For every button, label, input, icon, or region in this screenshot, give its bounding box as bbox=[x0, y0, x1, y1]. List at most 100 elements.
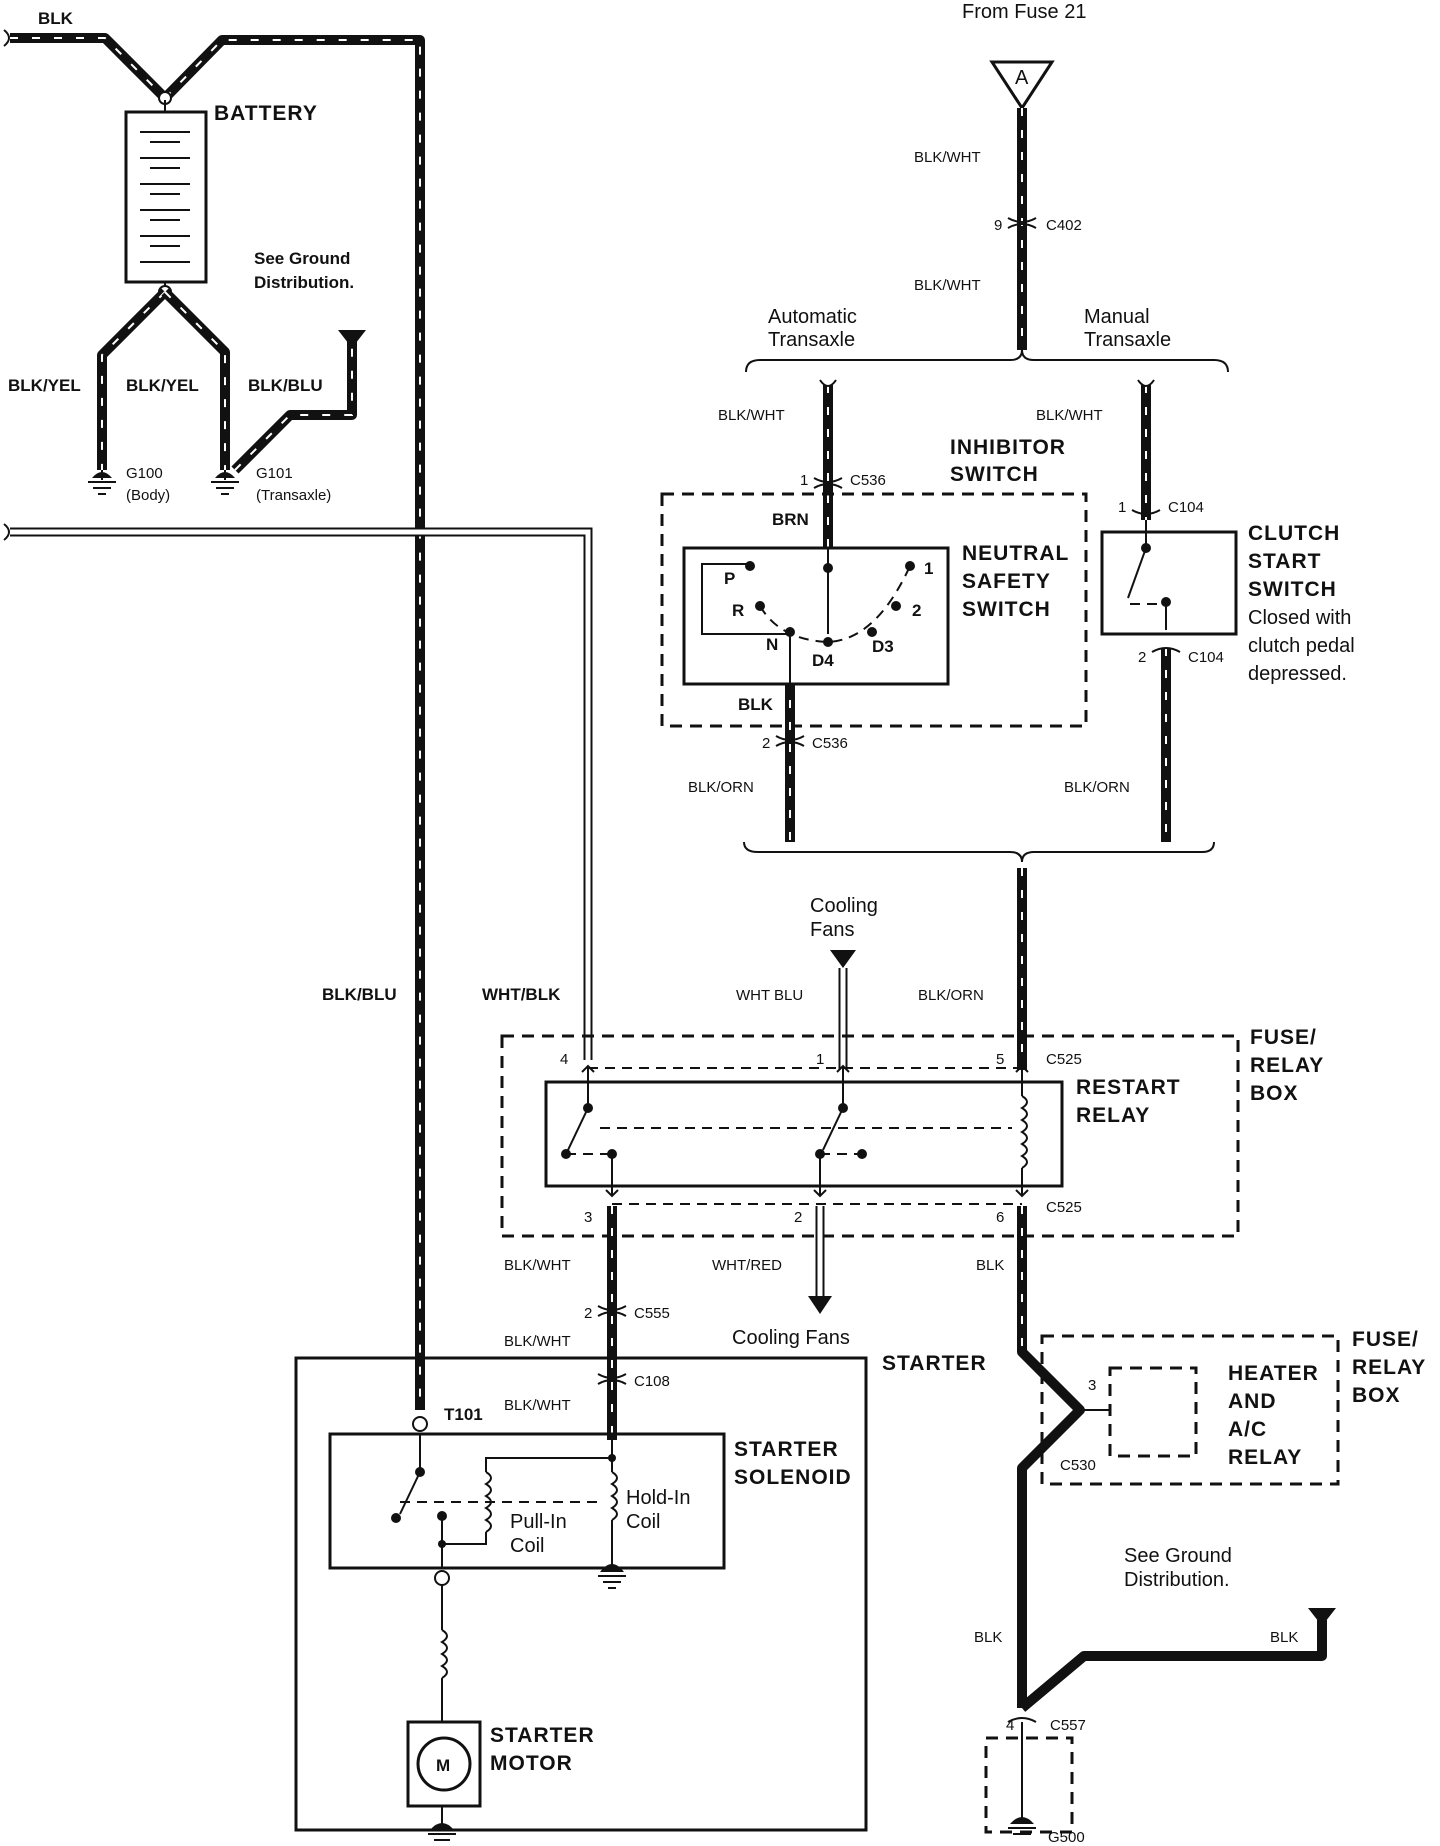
inhibitor-switch-box bbox=[660, 492, 1088, 728]
relay-pin-5: 5 bbox=[996, 1051, 1004, 1068]
wire-label-blk-yel-1: BLK/YEL bbox=[8, 376, 81, 395]
wire-label-blk-top: BLK bbox=[38, 9, 74, 28]
c555-label: C555 bbox=[634, 1305, 670, 1322]
wire-label-wht-blk: WHT/BLK bbox=[482, 985, 561, 1004]
wire-label-blk-blu-main: BLK/BLU bbox=[322, 985, 397, 1004]
fuse-relay-box-top bbox=[500, 1034, 1240, 1238]
clutch-switch-box bbox=[1100, 530, 1238, 636]
wire-label-blk-orn-auto: BLK/ORN bbox=[688, 779, 754, 796]
motor-icon bbox=[416, 1736, 472, 1792]
wire-label-blk-wht-auto: BLK/WHT bbox=[718, 407, 785, 424]
wire-label-blk-orn-manual: BLK/ORN bbox=[1064, 779, 1130, 796]
position-d4: D4 bbox=[812, 651, 834, 670]
ground-g100-note: (Body) bbox=[126, 487, 170, 504]
ground-g101-icon bbox=[211, 470, 239, 495]
wire-label-blk-wht-c402: BLK/WHT bbox=[914, 277, 981, 294]
cooling-fans-out-arrow-icon bbox=[808, 1296, 832, 1314]
ground-g101-label: G101 bbox=[256, 465, 293, 482]
wire-label-blk-wht-relay3: BLK/WHT bbox=[504, 1257, 571, 1274]
c536-pin1: 1 bbox=[800, 472, 808, 489]
relay-pin-3: 3 bbox=[584, 1209, 592, 1226]
heater-relay-box bbox=[1108, 1366, 1198, 1458]
g500-box bbox=[984, 1736, 1074, 1834]
c104-label-a: C104 bbox=[1168, 499, 1204, 516]
relay-pin-4: 4 bbox=[560, 1051, 568, 1068]
restart-relay-box bbox=[544, 1080, 1064, 1188]
c104-pin1: 1 bbox=[1118, 499, 1126, 516]
wire-label-blk-yel-2: BLK/YEL bbox=[126, 376, 199, 395]
battery-label: BATTERY bbox=[214, 102, 318, 125]
wire-label-wht-blu: WHT BLU bbox=[736, 987, 803, 1004]
starter-box bbox=[294, 1356, 868, 1832]
wire-label-blk-relay6: BLK bbox=[976, 1257, 1004, 1274]
relay-pin-1: 1 bbox=[816, 1051, 824, 1068]
position-1: 1 bbox=[924, 559, 933, 578]
c108-label: C108 bbox=[634, 1373, 670, 1390]
relay-pin-6: 6 bbox=[996, 1209, 1004, 1226]
c530-label: C530 bbox=[1060, 1457, 1096, 1474]
wire-label-blk-wht-c108: BLK/WHT bbox=[504, 1397, 571, 1414]
wire-label-wht-red: WHT/RED bbox=[712, 1257, 782, 1274]
c402-pin: 9 bbox=[994, 217, 1002, 234]
c555-pin: 2 bbox=[584, 1305, 592, 1322]
c557-pin: 4 bbox=[1006, 1717, 1014, 1734]
cooling-fans-bottom-label: Cooling Fans bbox=[732, 1327, 850, 1349]
ground-g100-icon bbox=[88, 470, 116, 495]
c402-label: C402 bbox=[1046, 217, 1082, 234]
ground-g500-icon bbox=[1008, 1817, 1036, 1835]
c525-bottom-label: C525 bbox=[1046, 1199, 1082, 1216]
battery-symbol bbox=[124, 110, 208, 284]
wire-label-blk-orn-right: BLK/ORN bbox=[918, 987, 984, 1004]
wire-label-blk-wht-fuse: BLK/WHT bbox=[914, 149, 981, 166]
wire-label-blk-wht-manual: BLK/WHT bbox=[1036, 407, 1103, 424]
wire-wht-blk: WHT/BLK bbox=[3, 523, 593, 1060]
position-p: P bbox=[724, 569, 735, 588]
wire-label-blk-blu-short: BLK/BLU bbox=[248, 376, 323, 395]
neutral-safety-switch-box bbox=[682, 546, 950, 686]
c536-pin2: 2 bbox=[762, 735, 770, 752]
t101-label: T101 bbox=[444, 1405, 483, 1424]
motor-ground-icon bbox=[428, 1823, 456, 1841]
connector-a-label: A bbox=[1015, 67, 1029, 89]
starter-motor-box bbox=[406, 1720, 482, 1808]
c536-label-b: C536 bbox=[812, 735, 848, 752]
c530-pin: 3 bbox=[1088, 1377, 1096, 1394]
ground-g500-label: G500 bbox=[1048, 1829, 1085, 1846]
wire-label-blk-wht-c555: BLK/WHT bbox=[504, 1333, 571, 1350]
position-d3: D3 bbox=[872, 637, 894, 656]
wire-label-blk-lower: BLK bbox=[974, 1629, 1002, 1646]
position-2: 2 bbox=[912, 601, 921, 620]
connector-a-icon bbox=[989, 60, 1055, 111]
motor-symbol: M bbox=[436, 1756, 450, 1775]
wire-label-blk-ground: BLK bbox=[1270, 1629, 1298, 1646]
ground-g101-note: (Transaxle) bbox=[256, 487, 331, 504]
relay-pin-2: 2 bbox=[794, 1209, 802, 1226]
starter-solenoid-box bbox=[328, 1432, 726, 1570]
c557-label: C557 bbox=[1050, 1717, 1086, 1734]
source-label: From Fuse 21 bbox=[962, 1, 1086, 23]
position-r: R bbox=[732, 601, 744, 620]
